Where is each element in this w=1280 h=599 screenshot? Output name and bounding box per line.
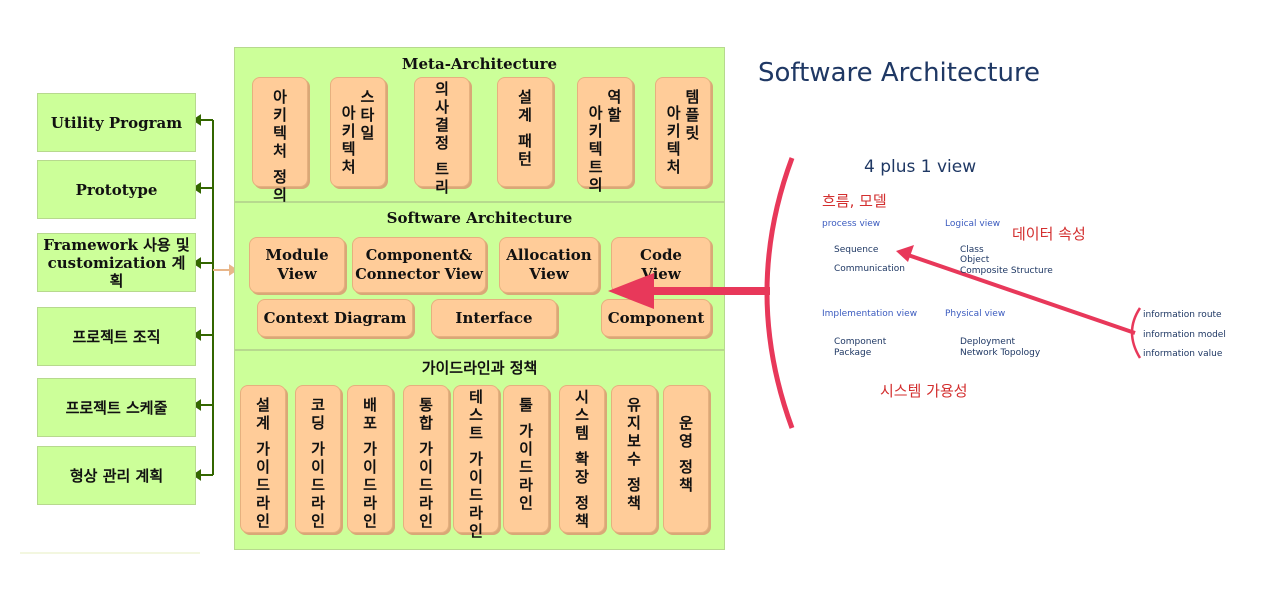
- module-view-box: Module View: [249, 237, 345, 293]
- left-item-config-management: 형상 관리 계획: [37, 446, 196, 505]
- big-arc: [764, 157, 795, 429]
- allocation-view-box: Allocation View: [499, 237, 599, 293]
- implementation-view-item: Package: [834, 348, 872, 358]
- flow-model-label: 흐름, 모델: [822, 192, 887, 210]
- interface-box: Interface: [431, 299, 557, 337]
- logical-view-item: Composite Structure: [960, 266, 1053, 276]
- implementation-view-item: Component: [834, 337, 887, 347]
- software-architecture-panel: Software Architecture Module View Compon…: [234, 202, 725, 350]
- left-item-prototype: Prototype: [37, 160, 196, 219]
- guideline-policy-title: 가이드라인과 정책: [421, 359, 538, 377]
- info-item: information route: [1143, 310, 1222, 320]
- logical-view-item: Class: [960, 245, 984, 255]
- physical-view-item: Deployment: [960, 337, 1016, 347]
- logical-view-title: Logical view: [945, 219, 1001, 229]
- info-bracket: [1130, 307, 1142, 359]
- meta-architecture-title: Meta-Architecture: [401, 55, 558, 73]
- implementation-view-title: Implementation view: [822, 309, 918, 319]
- diagonal-arrow-line: [907, 253, 1136, 335]
- context-diagram-box: Context Diagram: [257, 299, 413, 337]
- left-item-project-organization: 프로젝트 조직: [37, 307, 196, 366]
- left-item-project-schedule: 프로젝트 스케줄: [37, 378, 196, 437]
- info-item: information model: [1143, 330, 1226, 340]
- process-view-title: process view: [822, 219, 881, 229]
- physical-view-item: Network Topology: [960, 348, 1041, 358]
- software-architecture-title: Software Architecture: [386, 209, 573, 227]
- component-connector-view-box: Component& Connector View: [352, 237, 486, 293]
- process-view-item: Communication: [834, 264, 905, 274]
- data-attribute-label: 데이터 속성: [1012, 225, 1086, 243]
- left-item-framework: Framework 사용 및 customization 계획: [37, 233, 196, 292]
- process-view-item: Sequence: [834, 245, 879, 255]
- logical-view-item: Object: [960, 255, 990, 265]
- four-plus-one-title: 4 plus 1 view: [864, 157, 977, 177]
- system-availability-label: 시스템 가용성: [880, 382, 968, 400]
- component-box: Component: [601, 299, 711, 337]
- big-arrow-head: [608, 273, 654, 309]
- left-item-utility-program: Utility Program: [37, 93, 196, 152]
- right-title: Software Architecture: [758, 58, 1041, 88]
- info-item: information value: [1143, 349, 1223, 359]
- diagonal-arrow-head: [896, 245, 914, 262]
- physical-view-title: Physical view: [945, 309, 1006, 319]
